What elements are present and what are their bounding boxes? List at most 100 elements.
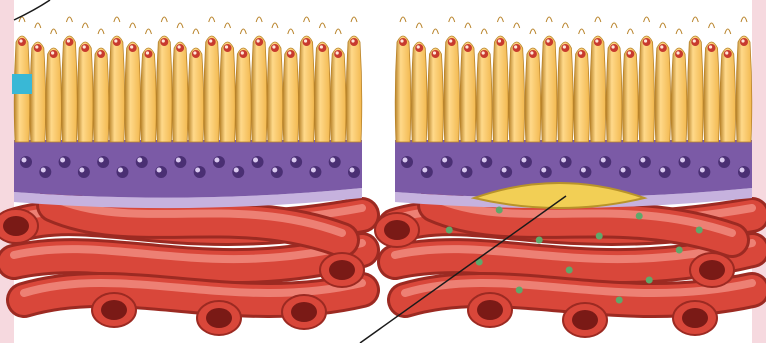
basal-nucleus xyxy=(271,166,283,178)
basal-nucleus-highlight xyxy=(660,168,665,173)
cell-cilium xyxy=(193,29,199,34)
cell-cilium xyxy=(177,23,183,28)
photoreceptor-cell xyxy=(330,48,346,142)
photoreceptor-cell xyxy=(267,42,283,142)
photoreceptor-cell xyxy=(346,36,362,142)
cell-nucleus-highlight xyxy=(628,51,631,54)
photoreceptor-cell xyxy=(141,48,157,142)
cell-cilium xyxy=(35,23,41,28)
green-particle xyxy=(566,267,573,274)
basal-cell-layer xyxy=(14,140,362,198)
cell-nucleus-highlight xyxy=(741,39,744,42)
basal-nucleus-highlight xyxy=(640,158,645,163)
basal-nucleus xyxy=(619,166,631,178)
basal-nucleus-highlight xyxy=(502,168,507,173)
basal-nucleus xyxy=(540,166,552,178)
cell-nucleus-highlight xyxy=(51,51,54,54)
cell-cilium xyxy=(676,29,682,34)
photoreceptor-cell xyxy=(251,36,267,142)
basal-nucleus xyxy=(59,156,71,168)
basal-nucleus xyxy=(252,156,264,168)
basal-nucleus-highlight xyxy=(521,158,526,163)
cell-nucleus-highlight xyxy=(177,45,180,48)
cell-cilium xyxy=(465,23,471,28)
photoreceptor-cell xyxy=(476,48,492,142)
photoreceptor-cell xyxy=(236,48,252,142)
cell-cilium xyxy=(514,23,520,28)
basal-nucleus xyxy=(348,166,360,178)
green-particle xyxy=(676,247,683,254)
cell-cilium xyxy=(627,29,633,34)
basal-nucleus-highlight xyxy=(561,158,566,163)
green-particle xyxy=(616,297,623,304)
cell-cilium xyxy=(256,17,262,22)
photoreceptor-cell xyxy=(574,48,590,142)
basal-nucleus-highlight xyxy=(79,168,84,173)
cell-cilium xyxy=(304,17,310,22)
photoreceptor-cell xyxy=(428,48,444,142)
cell-cilium xyxy=(741,17,747,22)
cell-cilium xyxy=(145,29,151,34)
cell-nucleus-highlight xyxy=(465,45,468,48)
photoreceptor-cell xyxy=(590,36,606,142)
basal-nucleus-highlight xyxy=(22,158,27,163)
cell-nucleus-highlight xyxy=(449,39,452,42)
photoreceptor-cell xyxy=(704,42,720,142)
basal-nucleus xyxy=(659,166,671,178)
cell-cilium xyxy=(335,29,341,34)
basal-nucleus xyxy=(78,166,90,178)
cell-nucleus-highlight xyxy=(98,51,101,54)
cell-cilium xyxy=(481,29,487,34)
cell-nucleus-highlight xyxy=(514,45,517,48)
cell-nucleus-highlight xyxy=(482,51,485,54)
cell-nucleus-highlight xyxy=(209,39,212,42)
cell-nucleus-highlight xyxy=(693,39,696,42)
cell-nucleus-highlight xyxy=(19,39,22,42)
photoreceptor-cell xyxy=(204,36,220,142)
basal-nucleus xyxy=(500,166,512,178)
cell-nucleus-highlight xyxy=(336,51,339,54)
basal-nucleus xyxy=(194,166,206,178)
cell-cilium xyxy=(644,17,650,22)
basal-nucleus xyxy=(329,156,341,168)
vessel-lumen xyxy=(477,300,503,320)
cell-cilium xyxy=(400,17,406,22)
basal-nucleus xyxy=(718,156,730,168)
vessel-lumen xyxy=(329,260,355,280)
photoreceptor-cell xyxy=(558,42,574,142)
cell-nucleus-highlight xyxy=(257,39,260,42)
basal-nucleus-highlight xyxy=(422,168,427,173)
cell-cilium xyxy=(595,17,601,22)
basal-nucleus xyxy=(421,166,433,178)
basal-nucleus-highlight xyxy=(541,168,546,173)
cell-cilium xyxy=(449,17,455,22)
cell-nucleus-highlight xyxy=(114,39,117,42)
basal-nucleus-highlight xyxy=(118,168,123,173)
right-panel xyxy=(375,17,752,337)
cell-nucleus-highlight xyxy=(225,45,228,48)
cell-cilium xyxy=(319,23,325,28)
green-particle xyxy=(516,287,523,294)
basal-nucleus xyxy=(136,156,148,168)
cell-nucleus-highlight xyxy=(709,45,712,48)
photoreceptor-cell xyxy=(460,42,476,142)
basal-nucleus xyxy=(97,156,109,168)
cell-nucleus-highlight xyxy=(725,51,728,54)
basal-nucleus-highlight xyxy=(720,158,725,163)
basal-nucleus-highlight xyxy=(99,158,104,163)
green-particle xyxy=(446,227,453,234)
basal-nucleus xyxy=(20,156,32,168)
vessel-lumen xyxy=(572,310,598,330)
basal-nucleus-highlight xyxy=(311,168,316,173)
blood-vessels xyxy=(0,198,364,335)
photoreceptor-cell xyxy=(444,36,460,142)
photoreceptor-cell xyxy=(220,42,236,142)
basal-nucleus xyxy=(174,156,186,168)
cell-nucleus-highlight xyxy=(272,45,275,48)
cell-cilium xyxy=(725,29,731,34)
photoreceptor-cell xyxy=(736,36,752,142)
photoreceptor-cell xyxy=(315,42,331,142)
cell-nucleus-highlight xyxy=(498,39,501,42)
basal-nucleus xyxy=(290,156,302,168)
cell-cilium xyxy=(692,17,698,22)
